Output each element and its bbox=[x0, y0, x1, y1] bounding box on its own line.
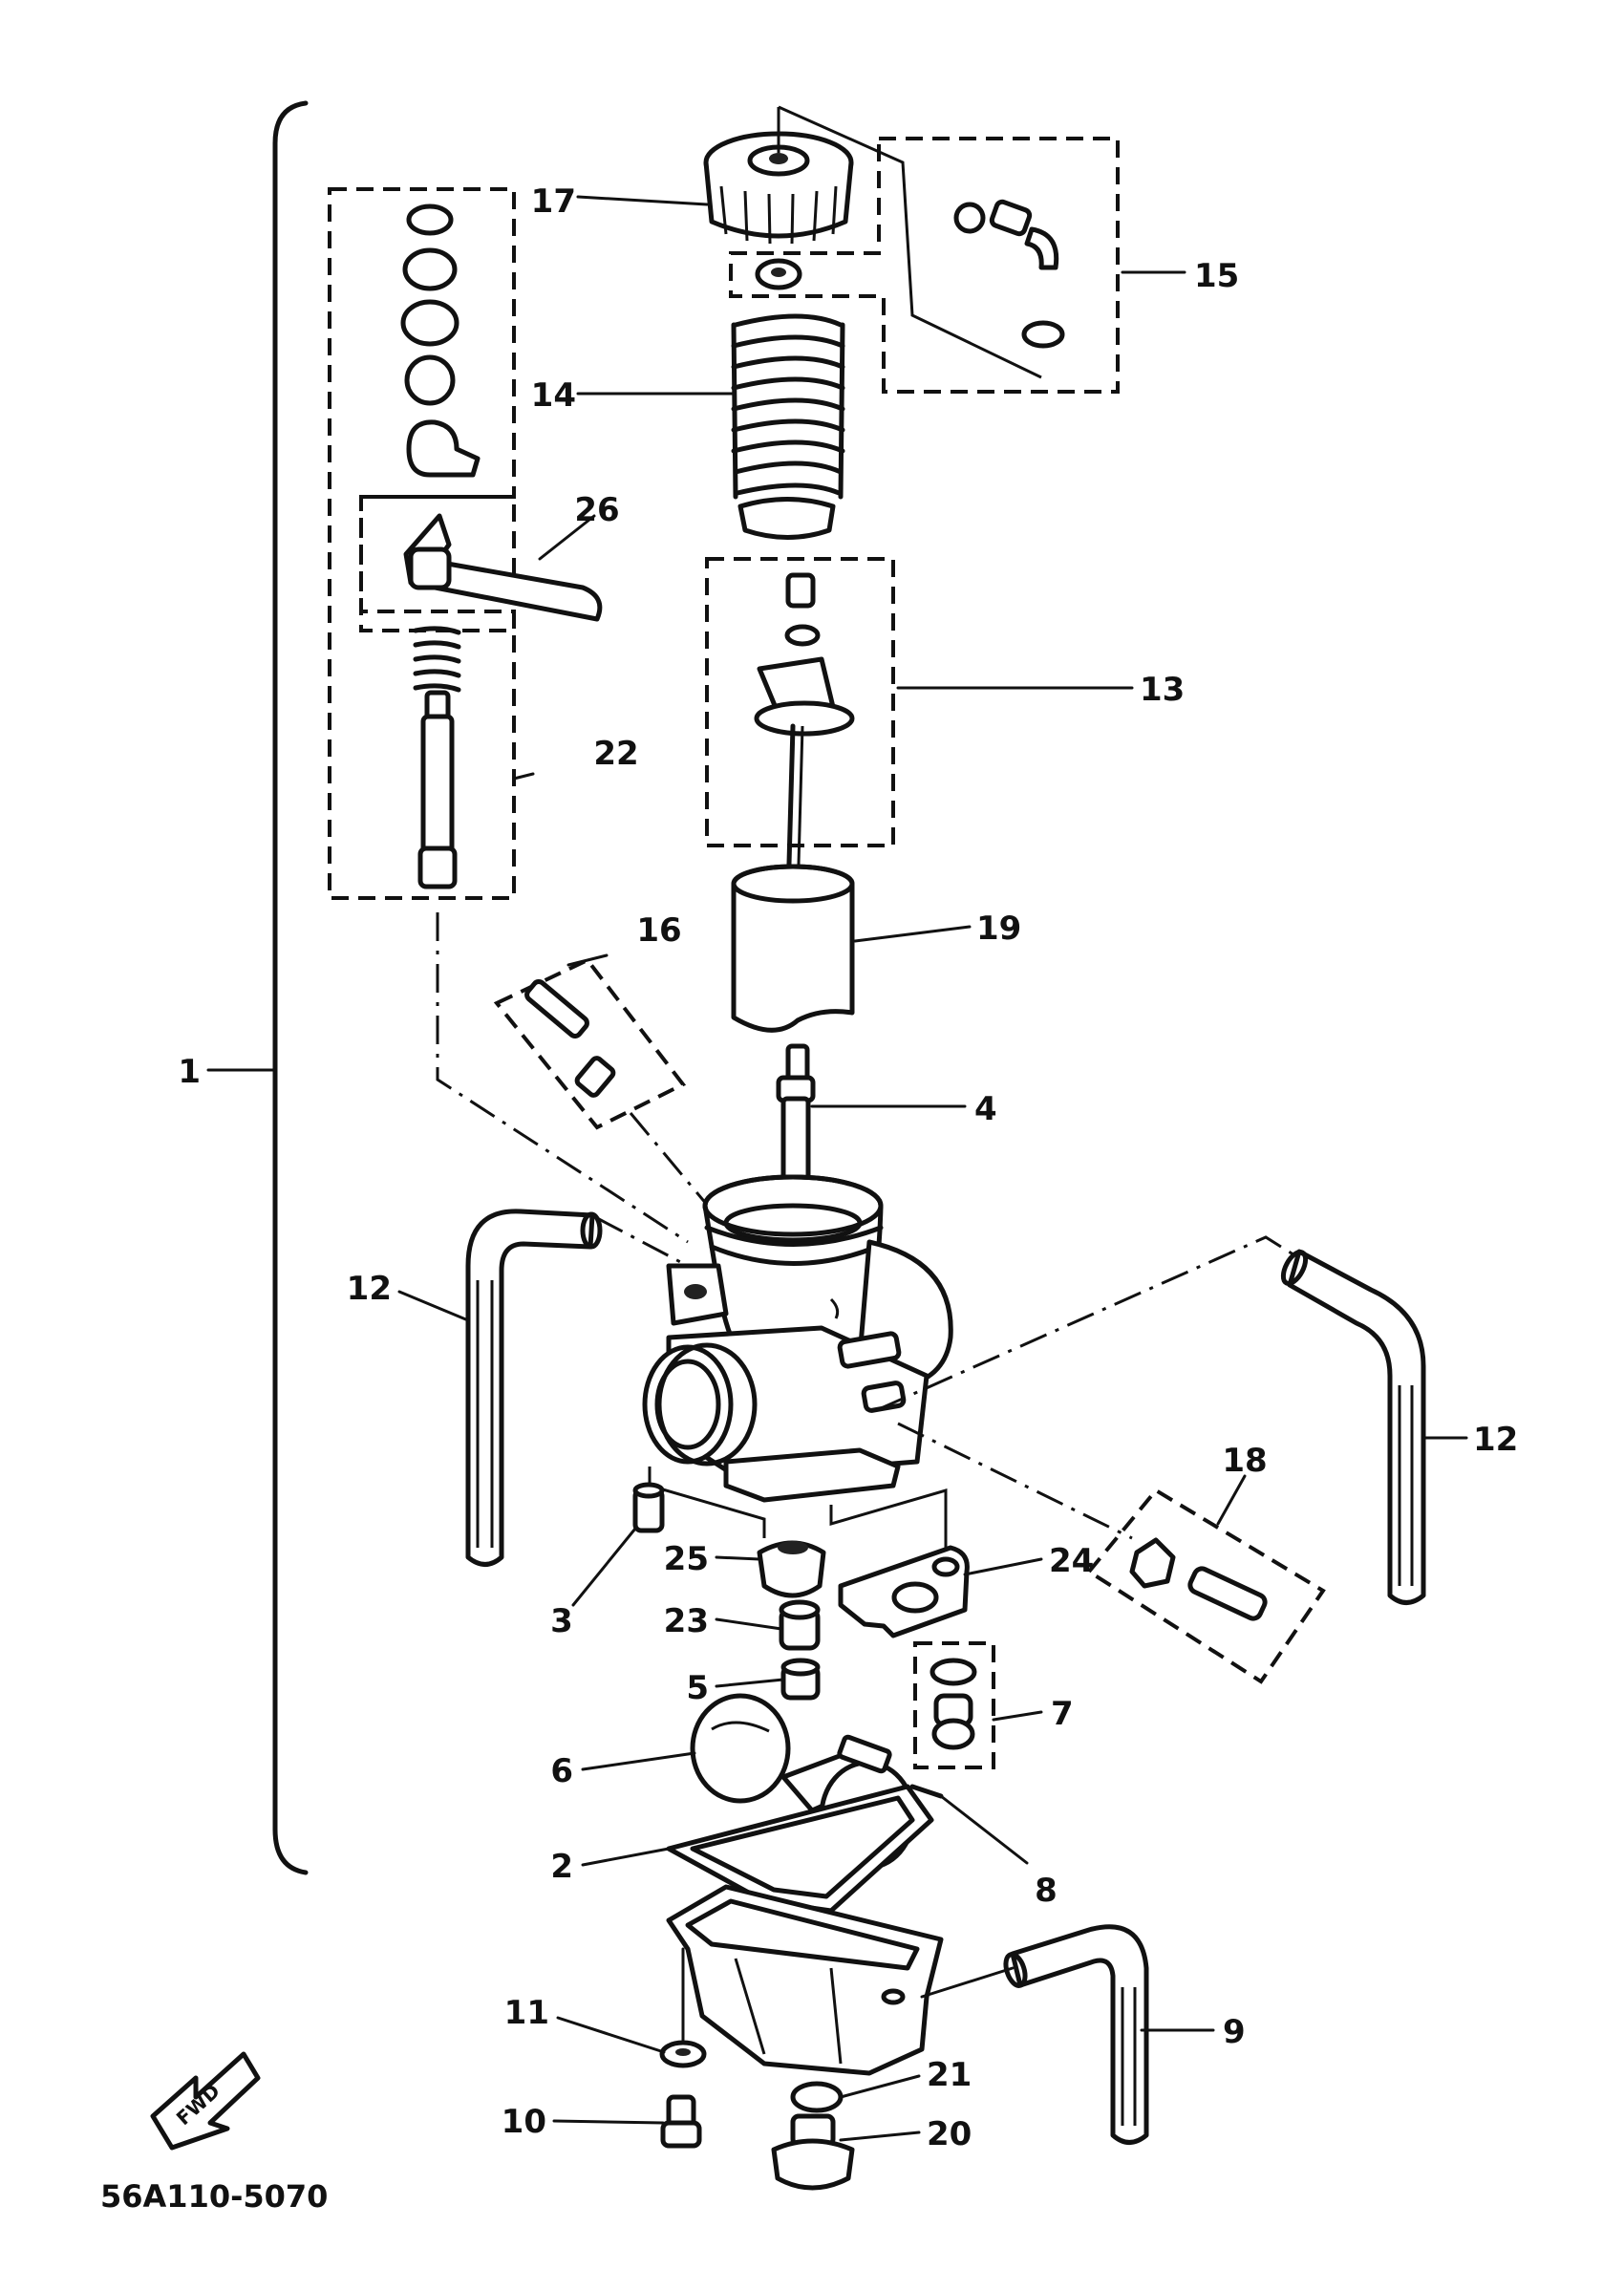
part-24-plate bbox=[838, 1545, 970, 1638]
part-15-dashed-box bbox=[729, 137, 1120, 394]
callout-6: 6 bbox=[550, 1752, 573, 1790]
callout-16: 16 bbox=[636, 911, 681, 950]
callout-24: 24 bbox=[1049, 1542, 1094, 1580]
part-7-float-valve bbox=[930, 1658, 977, 1750]
carb-base-guides bbox=[648, 1467, 948, 1562]
part-21-washer bbox=[790, 2081, 844, 2113]
part-18-guide bbox=[897, 1422, 1133, 1540]
part-5-main-jet bbox=[780, 1658, 821, 1701]
callout-11: 11 bbox=[504, 1994, 549, 2032]
carburetor-body bbox=[642, 1174, 953, 1503]
callout-12-right: 12 bbox=[1473, 1421, 1518, 1459]
callout-8: 8 bbox=[1035, 1872, 1058, 1910]
callout-18: 18 bbox=[1222, 1442, 1267, 1480]
part-26-dashed-box bbox=[359, 495, 516, 632]
part-16-pilot-screw bbox=[524, 979, 616, 1098]
callout-5: 5 bbox=[686, 1669, 709, 1707]
callout-19: 19 bbox=[976, 910, 1021, 948]
part-16-dashed-box bbox=[493, 957, 687, 1130]
part-8-pin bbox=[909, 1784, 944, 1799]
callout-14: 14 bbox=[531, 376, 576, 415]
callout-7: 7 bbox=[1051, 1695, 1074, 1733]
part-11-washer bbox=[659, 2040, 707, 2068]
callout-4: 4 bbox=[974, 1090, 997, 1128]
part-15-guide-line bbox=[778, 105, 1042, 379]
part-22-choke-parts bbox=[400, 203, 481, 478]
callout-3: 3 bbox=[550, 1602, 573, 1640]
callout-12-left: 12 bbox=[347, 1270, 392, 1308]
part-10-drain-screw bbox=[660, 2094, 702, 2149]
callout-25: 25 bbox=[664, 1540, 709, 1578]
part-18-dashed-box bbox=[1086, 1488, 1326, 1684]
callout-22: 22 bbox=[593, 735, 638, 773]
assembly-bracket bbox=[272, 100, 309, 1875]
callout-21: 21 bbox=[927, 2056, 972, 2094]
part-14-spring bbox=[731, 313, 845, 540]
fwd-arrow-icon: FWD bbox=[150, 2051, 261, 2151]
part-12-right-guide bbox=[878, 1235, 1305, 1411]
diagram-code: 56A110-5070 bbox=[100, 2178, 328, 2215]
part-17-cap bbox=[703, 131, 854, 245]
part-18-air-screw bbox=[1129, 1537, 1268, 1621]
callout-1: 1 bbox=[178, 1053, 201, 1091]
part-cap-nut bbox=[755, 258, 802, 290]
callout-2: 2 bbox=[550, 1848, 573, 1886]
leader-lines bbox=[206, 195, 1468, 2142]
part-22-plunger bbox=[413, 626, 461, 889]
part-25-jet-holder bbox=[757, 1540, 826, 1598]
part-12-left-hose bbox=[465, 1209, 603, 1567]
callout-26: 26 bbox=[574, 491, 619, 529]
part-12-right-hose bbox=[1280, 1249, 1426, 1605]
callout-20: 20 bbox=[927, 2115, 972, 2153]
part-19-throttle-valve bbox=[731, 864, 855, 1033]
callout-23: 23 bbox=[664, 1602, 709, 1640]
part-12-left-guide bbox=[596, 1216, 689, 1268]
part-13-needle-clip bbox=[754, 572, 855, 901]
part-22-guide-line bbox=[436, 912, 689, 1244]
callout-13: 13 bbox=[1140, 671, 1185, 709]
callout-17: 17 bbox=[531, 182, 576, 221]
callout-10: 10 bbox=[502, 2103, 546, 2141]
part-7-dashed-box bbox=[913, 1641, 995, 1769]
part-15-fitting bbox=[953, 199, 1065, 349]
part-23-jet bbox=[779, 1599, 821, 1651]
callout-9: 9 bbox=[1223, 2013, 1246, 2051]
part-2-gasket bbox=[666, 1784, 934, 1914]
callout-15: 15 bbox=[1194, 257, 1239, 295]
part-26-lever bbox=[403, 513, 603, 622]
part-9-overflow-hose bbox=[1003, 1924, 1149, 2145]
float-bowl bbox=[666, 1884, 944, 2076]
part-20-plug bbox=[771, 2113, 855, 2191]
part-3-screw bbox=[632, 1482, 665, 1533]
